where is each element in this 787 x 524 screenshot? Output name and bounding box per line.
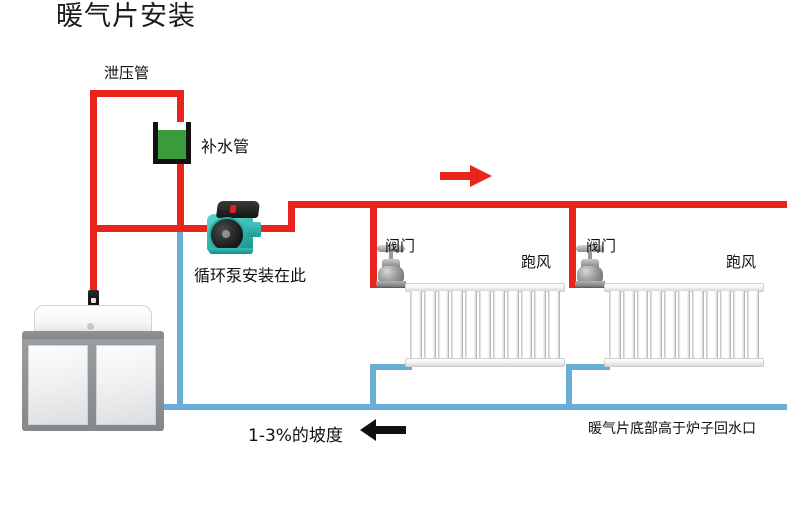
label-vent-right: 跑风 <box>726 253 757 271</box>
radiator-fin <box>650 291 663 359</box>
boiler-door-right <box>96 345 156 425</box>
label-relief-pipe: 泄压管 <box>104 64 150 82</box>
valve-stem <box>389 251 393 261</box>
pump-indicator-light <box>229 205 237 213</box>
circulation-pump <box>203 200 265 256</box>
radiator-fin <box>534 291 547 359</box>
radiator-fin <box>548 291 560 359</box>
radiator-fin <box>747 291 759 359</box>
radiator-fin <box>423 291 436 359</box>
supply-riser-to-main <box>288 201 295 232</box>
label-valve-right: 阀门 <box>586 237 617 255</box>
label-valve-left: 阀门 <box>385 237 416 255</box>
valve-handwheel-icon <box>576 245 604 252</box>
supply-pump-outlet <box>258 225 294 232</box>
radiator-fin <box>465 291 478 359</box>
flow-arrow-right-icon <box>440 165 492 187</box>
pump-control-head <box>215 201 261 218</box>
radiator-1 <box>405 283 565 367</box>
valve-base <box>376 281 406 287</box>
label-height-note: 暖气片底部高于炉子回水口 <box>588 421 756 437</box>
slope-arrow-left-icon <box>360 419 406 441</box>
boiler-door-left <box>28 345 88 425</box>
radiator-bottom-rail <box>604 358 764 367</box>
makeup-tank-downpipe <box>177 162 184 232</box>
return-main-horizontal <box>26 404 787 410</box>
radiator-fin <box>479 291 491 359</box>
radiator-fin <box>520 291 533 359</box>
tank-water-level <box>158 130 186 159</box>
radiator-fin <box>492 291 505 359</box>
valve-body <box>378 266 404 283</box>
relief-pipe-tank-stub <box>177 90 184 122</box>
valve-body <box>577 266 603 283</box>
radiator-fins <box>608 291 760 359</box>
radiator-fin <box>678 291 690 359</box>
gate-valve-1 <box>374 245 408 289</box>
radiator-fins <box>409 291 561 359</box>
supply-header-left <box>90 225 268 232</box>
valve-handwheel-icon <box>377 245 405 252</box>
valve-bonnet <box>382 259 400 268</box>
label-pump-note: 循环泵安装在此 <box>194 266 307 285</box>
radiator-fin <box>410 291 422 359</box>
supply-drop-radiator-1 <box>370 201 377 288</box>
valve-bonnet <box>581 259 599 268</box>
label-vent-left: 跑风 <box>521 253 552 271</box>
boiler-cabinet <box>22 339 164 431</box>
radiator-fin <box>437 291 450 359</box>
radiator-fin <box>664 291 677 359</box>
boiler-unit <box>22 305 164 431</box>
pump-outlet-flange <box>247 222 261 237</box>
temperature-sensor-icon <box>88 290 99 316</box>
radiator-2 <box>604 283 764 367</box>
label-makeup-pipe: 补水管 <box>201 137 250 156</box>
radiator-fin <box>733 291 746 359</box>
radiator-fin <box>719 291 732 359</box>
pump-motor-face <box>209 217 245 253</box>
radiator-fin <box>506 291 519 359</box>
supply-main-horizontal <box>288 201 787 208</box>
boiler-supply-riser <box>90 228 97 308</box>
radiator-fin <box>451 291 464 359</box>
supply-drop-radiator-2 <box>569 201 576 288</box>
pump-base <box>209 248 253 254</box>
radiator-fin <box>609 291 621 359</box>
return-connect-radiator-2 <box>566 364 610 370</box>
radiator-fin <box>705 291 718 359</box>
label-slope-note: 1-3%的坡度 <box>248 426 343 446</box>
radiator-fin <box>636 291 649 359</box>
return-riser-radiator-2 <box>566 364 572 410</box>
radiator-fin <box>691 291 704 359</box>
gate-valve-2 <box>573 245 607 289</box>
return-riser-radiator-1 <box>370 364 376 410</box>
page-title: 暖气片安装 <box>56 1 196 32</box>
return-connect-radiator-1 <box>370 364 412 370</box>
relief-pipe-top-horizontal <box>90 90 184 97</box>
radiator-bottom-rail <box>405 358 565 367</box>
valve-stem <box>588 251 592 261</box>
relief-pipe-left-vertical <box>90 90 97 230</box>
expansion-tank <box>153 122 191 164</box>
return-riser-boiler <box>177 232 183 410</box>
valve-base <box>575 281 605 287</box>
radiator-fin <box>622 291 635 359</box>
